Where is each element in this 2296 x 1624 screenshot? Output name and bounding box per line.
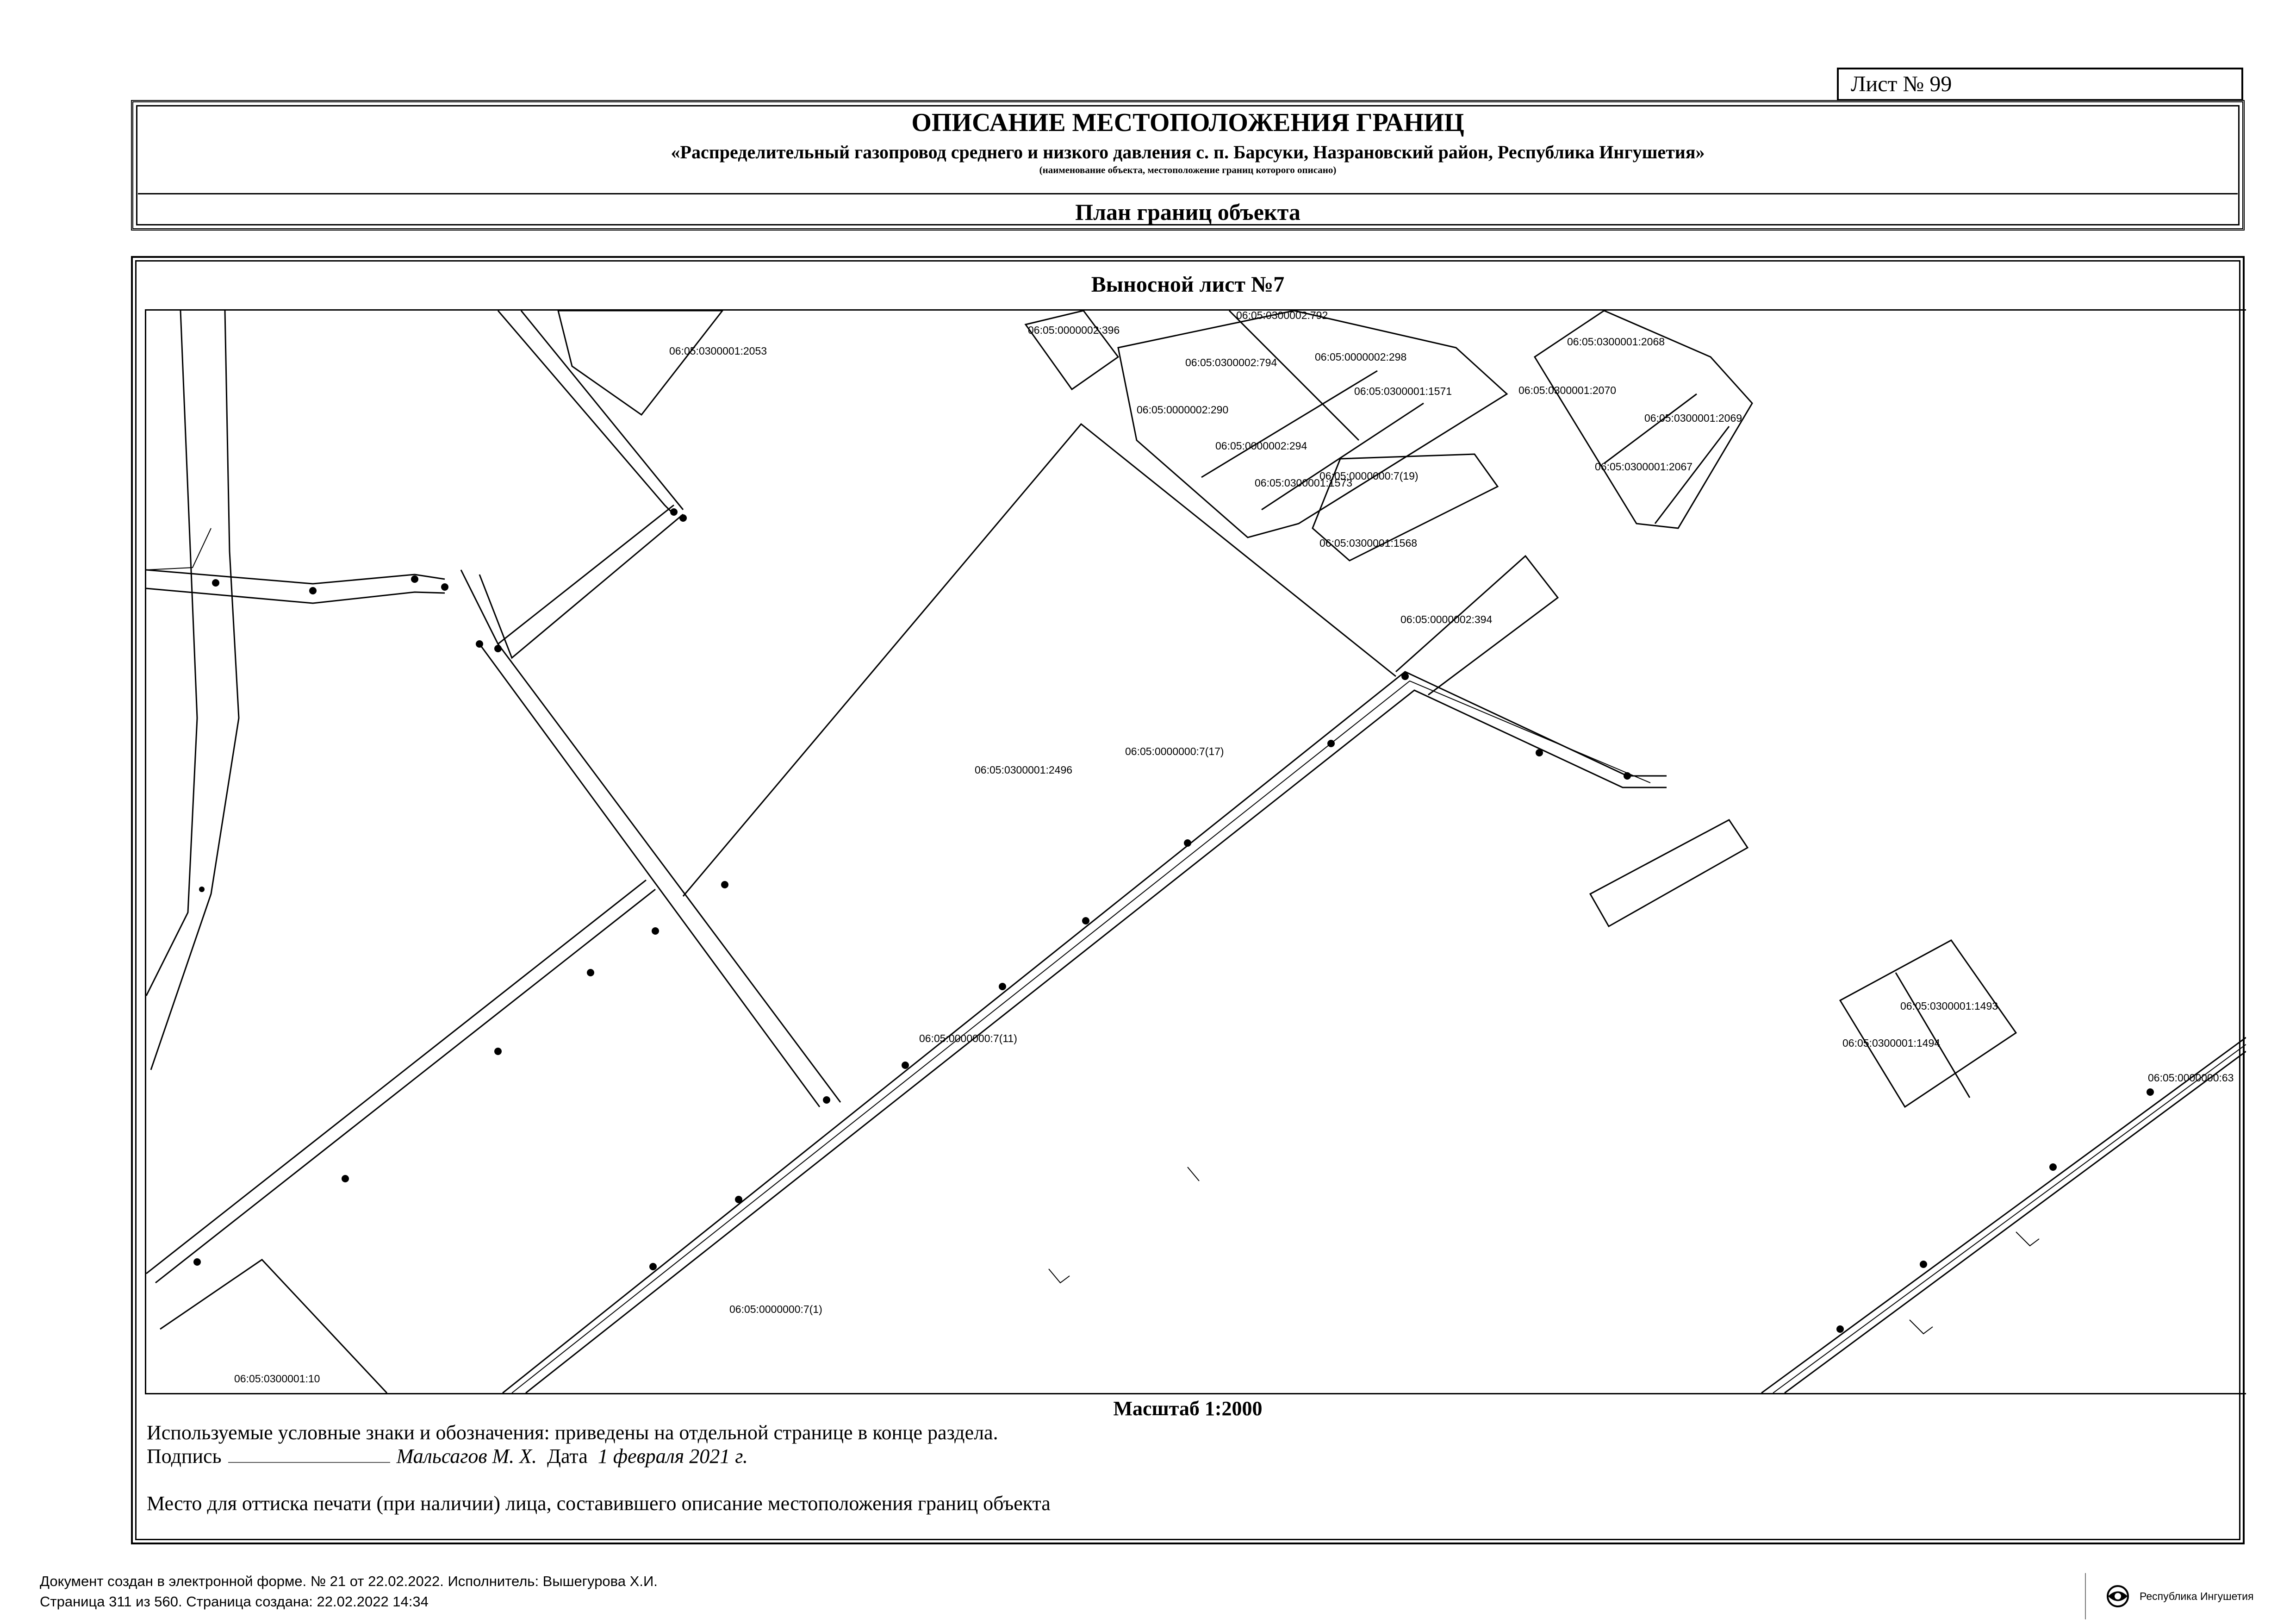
header-divider [138, 193, 2238, 194]
signature-label: Подпись [147, 1445, 222, 1468]
parcel-label: 06:05:0000000:7(19) [1319, 470, 1419, 482]
document-header: ОПИСАНИЕ МЕСТОПОЛОЖЕНИЯ ГРАНИЦ «Распреде… [131, 100, 2245, 231]
parcel-label: 06:05:0300001:2070 [1518, 384, 1616, 396]
parcel-label: 06:05:0300001:2053 [669, 345, 767, 357]
pipeline [520, 311, 684, 510]
stamp-place: Место для оттиска печати (при наличии) л… [147, 1492, 1051, 1515]
pipeline [146, 587, 445, 604]
parcel-boundary [1395, 555, 1559, 696]
pipeline [497, 643, 841, 1103]
signature-line: Подпись Мальсагов М. Х. Дата 1 февраля 20… [147, 1444, 748, 1468]
parcel-boundary [1654, 426, 1730, 524]
logo-divider [2085, 1573, 2086, 1619]
pipeline [155, 888, 656, 1284]
parcel-boundary [557, 311, 723, 416]
boundary-points [193, 508, 2154, 1333]
parcel-label: 06:05:0300001:1568 [1319, 537, 1417, 549]
parcel-label: 06:05:0300001:1573 [1255, 477, 1352, 489]
parcel-label: 06:05:0000002:396 [1028, 324, 1120, 336]
parcel-boundary [1024, 311, 1120, 391]
left-road-edge [146, 311, 198, 996]
map-drawing: 06:05:0300001:2053 06:05:0000002:396 06:… [146, 309, 2246, 1393]
pipeline-stub [1187, 1167, 1200, 1181]
cadastral-map[interactable]: 06:05:0300001:2053 06:05:0000002:396 06:… [145, 309, 2246, 1394]
parcel-boundary [1117, 311, 1508, 538]
pipeline [525, 689, 1667, 1393]
signature-blank [228, 1462, 390, 1463]
parcel-boundary [682, 423, 1396, 897]
org-name: Республика Ингушетия [2140, 1590, 2254, 1602]
parcel-label: 06:05:0000000:7(1) [729, 1303, 822, 1315]
map-scale: Масштаб 1:2000 [1113, 1397, 1263, 1420]
pipeline [1761, 1037, 2246, 1393]
parcel-label: 06:05:0000002:394 [1400, 613, 1492, 625]
parcel-boundary [1201, 370, 1378, 478]
footer-page-info: Страница 311 из 560. Страница создана: 2… [40, 1593, 429, 1610]
parcel-boundary [1839, 939, 2017, 1108]
plan-frame: Выносной лист №7 Масштаб 1:2000 Использу… [131, 256, 2245, 1544]
parcel-label: 06:05:0300002:792 [1236, 311, 1328, 321]
document-title: ОПИСАНИЕ МЕСТОПОЛОЖЕНИЯ ГРАНИЦ [911, 108, 1464, 137]
parcel-label: 06:05:0300001:10 [234, 1373, 320, 1385]
date-label: Дата [547, 1445, 588, 1468]
pipeline [146, 879, 647, 1274]
parcel-labels: 06:05:0300001:2053 06:05:0000002:396 06:… [234, 309, 2234, 1385]
parcel-label: 06:05:0300002:794 [1185, 356, 1277, 369]
pipeline-stub [2016, 1231, 2040, 1247]
parcel-label: 06:05:0000002:290 [1137, 404, 1228, 416]
plan-title: План границ объекта [1075, 199, 1300, 225]
pipeline [146, 569, 445, 585]
parcel-boundary [1228, 311, 1360, 441]
parcel-boundary [1261, 402, 1424, 511]
emblem-icon [2107, 1585, 2129, 1607]
footer-logo: Республика Ингушетия [2085, 1573, 2253, 1619]
pipeline-axis [1773, 1044, 2246, 1393]
object-name: «Распределительный газопровод среднего и… [671, 142, 1705, 162]
pipeline [1784, 1050, 2246, 1393]
pipeline-axis [511, 680, 1651, 1393]
object-name-caption: (наименование объекта, местоположение гр… [1039, 164, 1337, 175]
parcel-boundary [1312, 453, 1499, 562]
pipeline-stub [1909, 1319, 1933, 1335]
parcel-boundary [1895, 972, 1971, 1098]
legend-text: Используемые условные знаки и обозначени… [147, 1421, 998, 1444]
parcel-label: 06:05:0300001:2067 [1595, 461, 1692, 473]
pipeline [479, 513, 684, 659]
pipeline [497, 311, 675, 515]
footer-document-info: Документ создан в электронной форме. № 2… [40, 1573, 658, 1589]
parcel-label: 06:05:0000000:7(17) [1125, 745, 1224, 757]
parcel-boundary [1589, 819, 1749, 928]
pipeline [460, 504, 674, 645]
parcel-boundary [1533, 311, 1753, 529]
parcel-label: 06:05:0300001:2068 [1567, 336, 1665, 348]
pipeline-stub [1048, 1268, 1070, 1284]
parcel-label: 06:05:0000002:294 [1215, 440, 1307, 452]
parcel-label: 06:05:0300001:1493 [1900, 1000, 1998, 1012]
pipeline [502, 671, 1667, 1393]
parcel-label: 06:05:0300001:1571 [1354, 385, 1452, 397]
sheet-number: Лист № 99 [1837, 68, 2243, 101]
signer-name: Мальсагов М. Х. [396, 1445, 537, 1468]
parcel-boundary [160, 1259, 388, 1393]
sheet-title: Выносной лист №7 [1091, 272, 1285, 297]
parcel-label: 06:05:0000000:7(11) [919, 1032, 1017, 1044]
parcel-label: 06:05:0300001:1494 [1842, 1037, 1940, 1049]
left-lot-line [146, 528, 212, 570]
parcel-label: 06:05:0300001:2069 [1644, 412, 1742, 424]
parcel-label: 06:05:0300001:2496 [975, 764, 1072, 776]
left-road-edge [150, 311, 240, 1070]
pipeline [479, 643, 821, 1107]
parcel-label: 06:05:0000002:298 [1315, 351, 1406, 363]
parcel-label: 06:05:0000000:63 [2148, 1072, 2234, 1084]
signature-date: 1 февраля 2021 г. [597, 1445, 748, 1468]
parcel-boundary [1604, 393, 1697, 464]
